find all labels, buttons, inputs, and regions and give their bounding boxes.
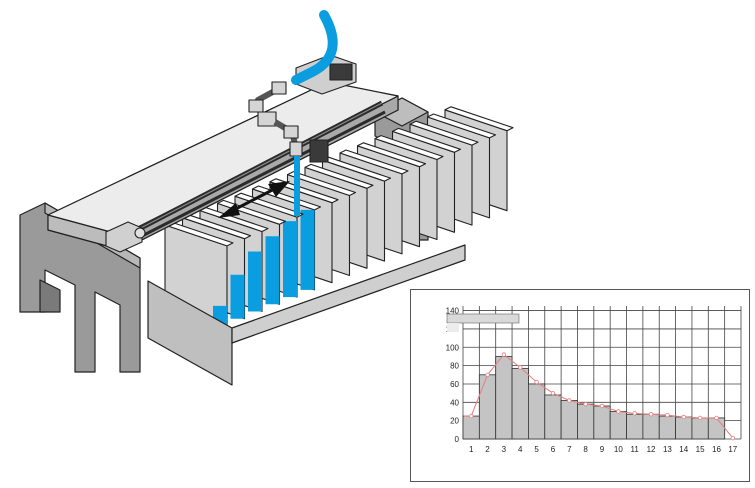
bar: [528, 383, 546, 440]
data-point: [485, 372, 490, 377]
x-tick-label: 16: [712, 445, 721, 454]
data-point: [665, 412, 670, 418]
x-tick-label: 15: [696, 445, 705, 454]
water-fill: [300, 209, 315, 290]
plate-edge: [374, 135, 444, 161]
plate-edge: [409, 120, 479, 146]
plate-edge: [304, 163, 374, 189]
series-line: [463, 353, 734, 439]
bar-chart: 0204060801001201401234567891011121314151…: [446, 306, 742, 454]
x-tick-label: 11: [631, 445, 640, 454]
x-tick-label: 13: [663, 445, 672, 454]
water-fill: [230, 274, 245, 319]
trough-front: [147, 244, 466, 386]
x-tick-label: 7: [567, 445, 572, 454]
bar: [478, 374, 497, 440]
chart-panel: 0204060801001201401234567891011121314151…: [410, 289, 750, 482]
water-hose: [291, 10, 338, 85]
y-tick-label: 20: [450, 417, 459, 426]
drive-motor: [295, 54, 357, 95]
x-tick-label: 12: [647, 445, 656, 454]
water-jet: [294, 156, 300, 216]
y-tick-label: 100: [446, 343, 460, 352]
bar: [658, 415, 676, 440]
x-tick-label: 3: [502, 445, 507, 454]
data-point: [567, 398, 572, 403]
data-point: [681, 414, 686, 420]
plate-edge: [339, 149, 409, 175]
bar: [691, 417, 709, 440]
data-point: [534, 379, 539, 385]
data-point: [730, 435, 736, 441]
plate-edge: [391, 127, 462, 153]
plate-edge: [444, 106, 514, 132]
y-tick-label: 40: [450, 398, 459, 407]
gantry-rail: [131, 100, 386, 239]
data-point: [616, 409, 621, 414]
end-bracket: [105, 221, 146, 253]
x-tick-label: 5: [534, 445, 539, 454]
bar: [495, 356, 513, 440]
y-tick-label: 0: [455, 435, 460, 444]
x-tick-label: 1: [469, 445, 474, 454]
water-fill: [283, 221, 297, 298]
plate-edge: [426, 113, 497, 139]
x-tick-label: 9: [600, 445, 605, 454]
data-point: [583, 401, 588, 407]
pipe-fittings: [248, 81, 329, 163]
x-tick-label: 10: [614, 445, 623, 454]
plate-edge: [286, 171, 357, 197]
bar: [511, 367, 529, 440]
bar: [707, 417, 726, 440]
data-point: [599, 403, 605, 409]
x-tick-label: 8: [583, 445, 588, 454]
data-point: [501, 352, 507, 357]
double-headed-arrow-icon: [218, 181, 290, 218]
y-tick-label: 60: [450, 380, 459, 389]
water-fill: [248, 251, 262, 312]
legend-swatch: [446, 313, 520, 324]
x-tick-label: 14: [679, 445, 688, 454]
x-tick-label: 2: [485, 445, 490, 454]
bar: [560, 400, 578, 440]
bar: [577, 403, 595, 440]
data-point: [550, 390, 556, 396]
bar: [462, 415, 480, 440]
plate-edge: [269, 178, 339, 204]
data-point: [518, 365, 523, 370]
x-tick-label: 6: [551, 445, 556, 454]
x-tick-label: 17: [728, 445, 737, 454]
bar: [593, 405, 611, 440]
y-tick-label: 80: [450, 362, 459, 371]
data-point: [468, 413, 474, 419]
bar: [544, 394, 562, 440]
plate-edge: [356, 142, 427, 168]
x-tick-label: 4: [518, 445, 523, 454]
bar: [626, 413, 644, 440]
data-point: [632, 411, 637, 416]
bar: [609, 411, 627, 440]
y-tick-label: 140: [446, 307, 460, 316]
bar: [642, 413, 660, 440]
data-point: [648, 412, 654, 417]
water-fill: [265, 236, 280, 305]
legend-swatch: [447, 323, 459, 332]
data-point: [714, 415, 719, 421]
bar: [675, 416, 693, 440]
data-point: [697, 415, 703, 421]
